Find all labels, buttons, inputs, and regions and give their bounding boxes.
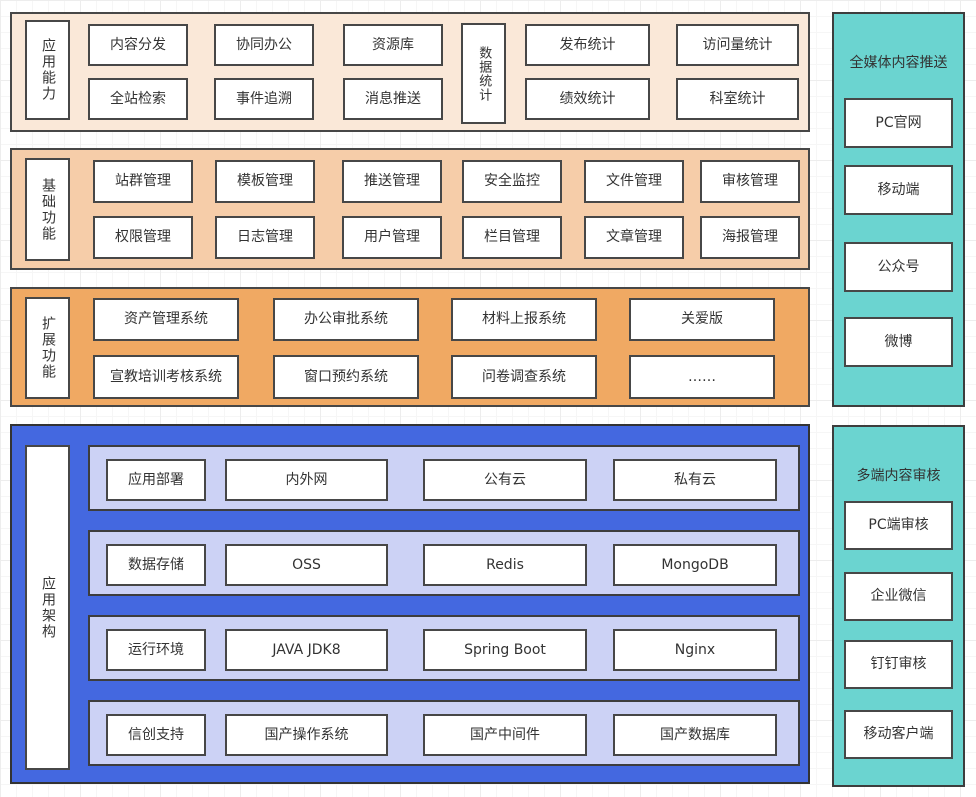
- function-box: 安全监控: [462, 160, 562, 203]
- function-box: 审核管理: [700, 160, 800, 203]
- architecture-item: OSS: [225, 544, 388, 586]
- review-channel-box: PC端审核: [844, 501, 953, 550]
- function-box: 模板管理: [215, 160, 315, 203]
- function-box: 栏目管理: [462, 216, 562, 259]
- function-box: 文章管理: [584, 216, 684, 259]
- function-box: 推送管理: [342, 160, 442, 203]
- push-channel-title: 全媒体内容推送: [849, 55, 948, 71]
- extension-box: 问卷调查系统: [451, 355, 597, 399]
- stats-box: 绩效统计: [525, 78, 650, 120]
- extension-box: 办公审批系统: [273, 298, 419, 341]
- architecture-category: 数据存储: [106, 544, 206, 586]
- review-channel-box: 移动客户端: [844, 710, 953, 759]
- architecture-row-deploy: 应用部署 内外网 公有云 私有云: [88, 445, 800, 511]
- push-channel-box: 微博: [844, 317, 953, 367]
- extension-box: 关爱版: [629, 298, 775, 341]
- architecture-item: MongoDB: [613, 544, 777, 586]
- architecture-category: 信创支持: [106, 714, 206, 756]
- stats-box: 发布统计: [525, 24, 650, 66]
- section-review-channel: 多端内容审核 PC端审核 企业微信 钉钉审核 移动客户端: [832, 425, 965, 787]
- extension-box: 窗口预约系统: [273, 355, 419, 399]
- section-app-architecture: 应用架构 应用部署 内外网 公有云 私有云 数据存储 OSS Redis Mon…: [10, 424, 810, 784]
- function-box: 权限管理: [93, 216, 193, 259]
- capability-box: 事件追溯: [214, 78, 314, 120]
- section-extended-functions: 扩展功能 资产管理系统 办公审批系统 材料上报系统 关爱版 宣教培训考核系统 窗…: [10, 287, 810, 407]
- architecture-row-xinchuang: 信创支持 国产操作系统 国产中间件 国产数据库: [88, 700, 800, 766]
- stats-group-label: 数据统计: [461, 23, 506, 124]
- function-box: 文件管理: [584, 160, 684, 203]
- architecture-category: 应用部署: [106, 459, 206, 501]
- stats-box: 科室统计: [676, 78, 799, 120]
- extension-box: 资产管理系统: [93, 298, 239, 341]
- architecture-item: 内外网: [225, 459, 388, 501]
- architecture-category: 运行环境: [106, 629, 206, 671]
- section-label-base-functions: 基础功能: [25, 158, 70, 261]
- section-base-functions: 基础功能 站群管理 模板管理 推送管理 安全监控 文件管理 审核管理 权限管理 …: [10, 148, 810, 270]
- architecture-item: 公有云: [423, 459, 587, 501]
- architecture-item: Spring Boot: [423, 629, 587, 671]
- section-label-app-capability: 应用能力: [25, 20, 70, 120]
- section-push-channel: 全媒体内容推送 PC官网 移动端 公众号 微博: [832, 12, 965, 407]
- extension-box: 材料上报系统: [451, 298, 597, 341]
- review-channel-box: 企业微信: [844, 572, 953, 621]
- function-box: 用户管理: [342, 216, 442, 259]
- extension-box: 宣教培训考核系统: [93, 355, 239, 399]
- push-channel-box: 移动端: [844, 165, 953, 215]
- capability-box: 消息推送: [343, 78, 443, 120]
- capability-box: 资源库: [343, 24, 443, 66]
- architecture-item: 国产操作系统: [225, 714, 388, 756]
- architecture-item: 国产中间件: [423, 714, 587, 756]
- extension-box: ……: [629, 355, 775, 399]
- architecture-item: 国产数据库: [613, 714, 777, 756]
- capability-box: 协同办公: [214, 24, 314, 66]
- architecture-item: Nginx: [613, 629, 777, 671]
- function-box: 海报管理: [700, 216, 800, 259]
- architecture-item: Redis: [423, 544, 587, 586]
- section-app-capability: 应用能力 内容分发 协同办公 资源库 全站检索 事件追溯 消息推送 数据统计 发…: [10, 12, 810, 132]
- architecture-item: 私有云: [613, 459, 777, 501]
- review-channel-title: 多端内容审核: [856, 468, 941, 484]
- function-box: 站群管理: [93, 160, 193, 203]
- capability-box: 内容分发: [88, 24, 188, 66]
- stats-box: 访问量统计: [676, 24, 799, 66]
- review-channel-box: 钉钉审核: [844, 640, 953, 689]
- architecture-row-storage: 数据存储 OSS Redis MongoDB: [88, 530, 800, 596]
- section-label-extended-functions: 扩展功能: [25, 297, 70, 399]
- architecture-item: JAVA JDK8: [225, 629, 388, 671]
- push-channel-box: 公众号: [844, 242, 953, 292]
- section-label-app-architecture: 应用架构: [25, 445, 70, 770]
- function-box: 日志管理: [215, 216, 315, 259]
- capability-box: 全站检索: [88, 78, 188, 120]
- architecture-row-runtime: 运行环境 JAVA JDK8 Spring Boot Nginx: [88, 615, 800, 681]
- push-channel-box: PC官网: [844, 98, 953, 148]
